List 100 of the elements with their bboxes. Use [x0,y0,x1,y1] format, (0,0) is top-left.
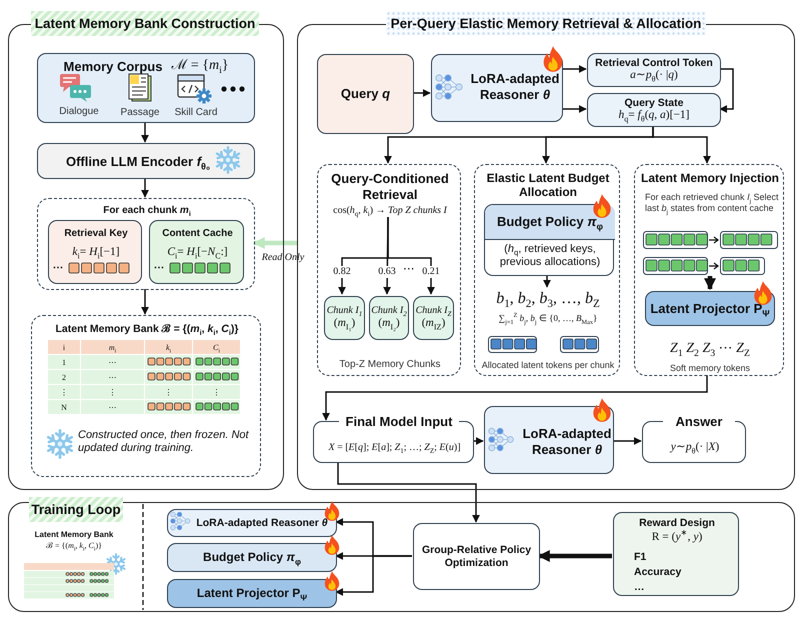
arrow [562,65,587,73]
table-cell: m$_{i}$ [81,340,144,354]
process-box [413,523,540,590]
arrow [473,437,484,445]
ellipsis-text: ··· [53,262,64,275]
box-title: Query q [340,86,390,102]
icon-label: Skill Card [174,107,218,119]
formula: ℳ = {m$_{i}$} [170,58,230,75]
process-box [587,53,721,87]
process-box [37,143,255,179]
box-title: Latent Projector P$_{Ψ}$ [650,300,770,316]
box-title: Final Model Input [339,414,459,430]
ellipsis-text: ··· [154,262,166,275]
box-title: For each chunk m$_{i}$ [102,205,192,217]
metric-text: Accuracy [634,566,682,579]
arrow [322,375,708,421]
arrow [141,122,149,143]
arrow [704,276,716,290]
process-box [413,296,454,340]
footer-text: Soft memory tokens [668,363,752,374]
table-cell: k$_{i}$ [145,340,192,354]
process-box [167,509,337,537]
box-title: Content Cache [161,228,234,240]
process-box [613,512,739,596]
box-title: Budget Policy π$_{φ}$ [203,550,301,565]
arrow [719,68,734,113]
formula: k$_{i}$= H$_{i}$[−1] [71,246,121,260]
arrow [543,274,551,288]
metric-text: F1 [634,551,648,564]
process-box [324,296,365,340]
table-cell: C$_{i}$ [193,340,240,354]
chunk-label: Chunk I$_{1}$ [326,305,362,318]
edge-label: 0.21 [420,266,442,278]
box-title: Offline LLM Encoder f$_{θ₀}$ [64,154,212,170]
dashed-group-box [37,198,255,290]
formula: h$_{q}$= f$_{θ}$(q, a)[−1] [618,109,690,124]
formula: (m$_{IZ}$) [422,317,446,331]
process-box [48,220,142,284]
caption: Latent Memory Bank [34,530,114,540]
arrow [562,105,587,113]
arrow [383,216,392,295]
box-title: Memory Corpus [62,59,164,75]
edge-label: 0.63 [376,266,398,278]
arrow [141,178,149,198]
arrow [335,555,412,596]
box-title: Group-Relative Policy Optimization [420,544,532,570]
arrow [413,89,431,97]
panel-heading: Latent Memory Bank Construction [31,11,259,36]
formula: ∑$_{j=1}$$^{Z}$ b$_{j}$, b$_{j}$ ∈ {0, …, B$_{Max}$} [498,313,598,324]
process-box [149,220,244,284]
arrow [337,462,480,523]
arrow [538,550,612,562]
note-text: Constructed once, then frozen. Not updated during training. [78,429,250,456]
box-title: Query State [624,96,684,110]
ellipsis-text: ⋯ [402,263,416,277]
process-box [369,296,409,340]
table-cell: 2 [48,370,80,384]
description-text: For each retrieved chunk I$_{j}$ Select last b$_{j}$ states from content cache [645,192,780,214]
footer-text: Allocated latent tokens per chunk [480,360,616,371]
table-cell: ⋮ [193,385,240,399]
chunk-label: Chunk I$_{2}$ [371,305,407,318]
box-title: Latent Projector P$_{Ψ}$ [196,586,308,601]
formula: Z$_{1}$ Z$_{2}$ Z$_{3}$ ⋯ Z$_{Z}$ [669,341,751,358]
edge-label: 0.82 [331,266,353,278]
table-cell: ⋮ [48,385,80,399]
process-box [167,579,337,608]
process-box [431,54,563,122]
box-title: Latent Memory Injection [640,171,780,186]
box-title: Latent Memory Bank ℬ = {(m$_{i}$, k$_{i}$, C$_{i}$)} [54,323,240,336]
footer-text: Top-Z Memory Chunks [338,359,442,371]
box-title: LoRA-adapted Reasoner θ [522,426,612,458]
formula: (m$_{I₂}$) [378,317,400,331]
formula: ℬ = {(m$_{i}$, k$_{i}$, C$_{i}$)} [45,541,103,551]
table-cell: N [48,400,80,414]
box-header: Budget Policy π$_{φ}$ [485,205,615,240]
box-title: Retrieval Control Token [595,56,713,70]
panel-heading: Per-Query Elastic Memory Retrieval & Allocation [386,11,706,36]
panel-heading: Training Loop [29,497,123,522]
icon-label: Dialogue [58,106,100,118]
process-box [167,543,337,572]
table-cell: ⋮ [81,385,144,399]
box-title: Reward Design [638,517,716,530]
process-box [484,406,614,474]
process-box [645,291,775,326]
table-cell: ⋯ [81,400,144,414]
table-cell: ⋯ [81,370,144,384]
metric-text: … [634,581,646,594]
box-title: Retrieval Key [63,228,129,240]
formula: (m$_{I₁}$) [334,317,356,331]
formula: b$_{1}$, b$_{2}$, b$_{3}$, …, b$_{Z}$ [495,289,601,308]
arrow [252,237,297,249]
arrow [141,289,149,315]
table-cell: 1 [48,355,80,369]
formula: R = (y$^{∗}$, y) [650,531,702,545]
input-text: (h$_{q}$, retrieved keys, previous allocations) [498,243,602,270]
box-title: Query-Conditioned Retrieval [330,171,450,202]
arrow [613,437,642,445]
chunk-label: Chunk I$_{Z}$ [416,305,452,318]
table-cell: i [48,340,80,354]
icon-label: Passage [120,107,160,119]
